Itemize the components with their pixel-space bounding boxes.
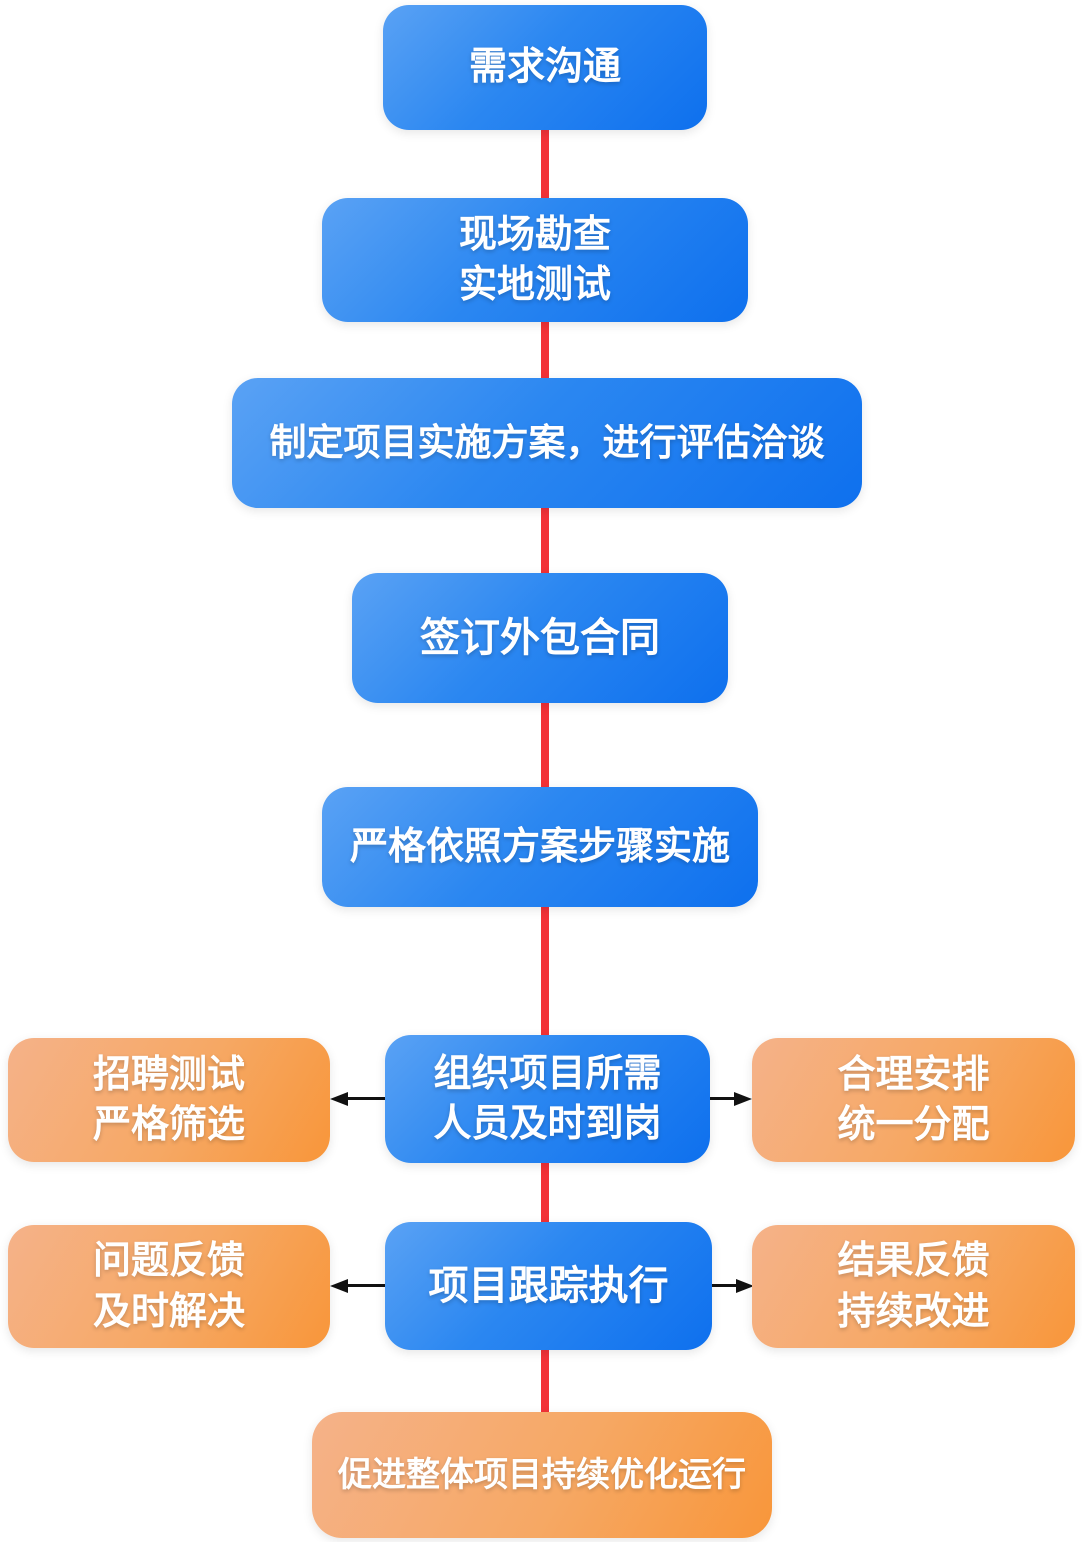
arrow-line-tracking-to-issues [347,1284,386,1287]
node-implement-label: 严格依照方案步骤实施 [349,825,730,868]
main-flow-line [541,67,549,1415]
node-arrange-line1: 合理安排 [837,1053,990,1096]
node-arrange-line2: 统一分配 [837,1104,990,1146]
node-issue-feedback: 问题反馈 及时解决 [8,1225,330,1348]
arrow-line-tracking-to-results [711,1284,738,1287]
node-staffing: 组织项目所需 人员及时到岗 [385,1035,710,1163]
node-staffing-line2: 人员及时到岗 [433,1103,662,1145]
node-plan: 制定项目实施方案，进行评估洽谈 [232,378,862,508]
node-issue-feedback-line1: 问题反馈 [92,1240,245,1283]
node-issue-feedback-line2: 及时解决 [92,1290,245,1333]
node-optimize: 促进整体项目持续优化运行 [312,1412,772,1538]
node-recruit-line1: 招聘测试 [92,1053,245,1096]
arrow-left-icon [330,1279,348,1293]
node-tracking: 项目跟踪执行 [385,1222,712,1350]
arrow-left-icon [330,1092,348,1106]
arrow-line-staffing-to-recruit [347,1097,386,1100]
node-site-survey: 现场勘查 实地测试 [322,198,748,322]
node-staffing-line1: 组织项目所需 [433,1052,662,1095]
arrow-right-icon [734,1092,752,1106]
node-plan-label: 制定项目实施方案，进行评估洽谈 [269,421,825,463]
node-implement: 严格依照方案步骤实施 [322,787,758,907]
node-contract: 签订外包合同 [352,573,728,703]
node-site-survey-line1: 现场勘查 [458,213,611,256]
node-requirements-label: 需求沟通 [468,46,621,89]
arrow-line-staffing-to-arrange [709,1097,736,1100]
node-requirements: 需求沟通 [383,5,707,130]
arrow-right-icon [736,1279,754,1293]
node-recruit: 招聘测试 严格筛选 [8,1038,330,1162]
node-contract-label: 签订外包合同 [420,615,660,660]
node-result-feedback-line1: 结果反馈 [837,1240,990,1283]
node-site-survey-line2: 实地测试 [458,264,611,306]
node-arrange: 合理安排 统一分配 [752,1038,1075,1162]
node-tracking-label: 项目跟踪执行 [428,1263,669,1308]
node-recruit-line2: 严格筛选 [92,1104,245,1146]
node-result-feedback-line2: 持续改进 [837,1290,990,1333]
node-optimize-label: 促进整体项目持续优化运行 [338,1455,746,1494]
node-result-feedback: 结果反馈 持续改进 [752,1225,1075,1348]
